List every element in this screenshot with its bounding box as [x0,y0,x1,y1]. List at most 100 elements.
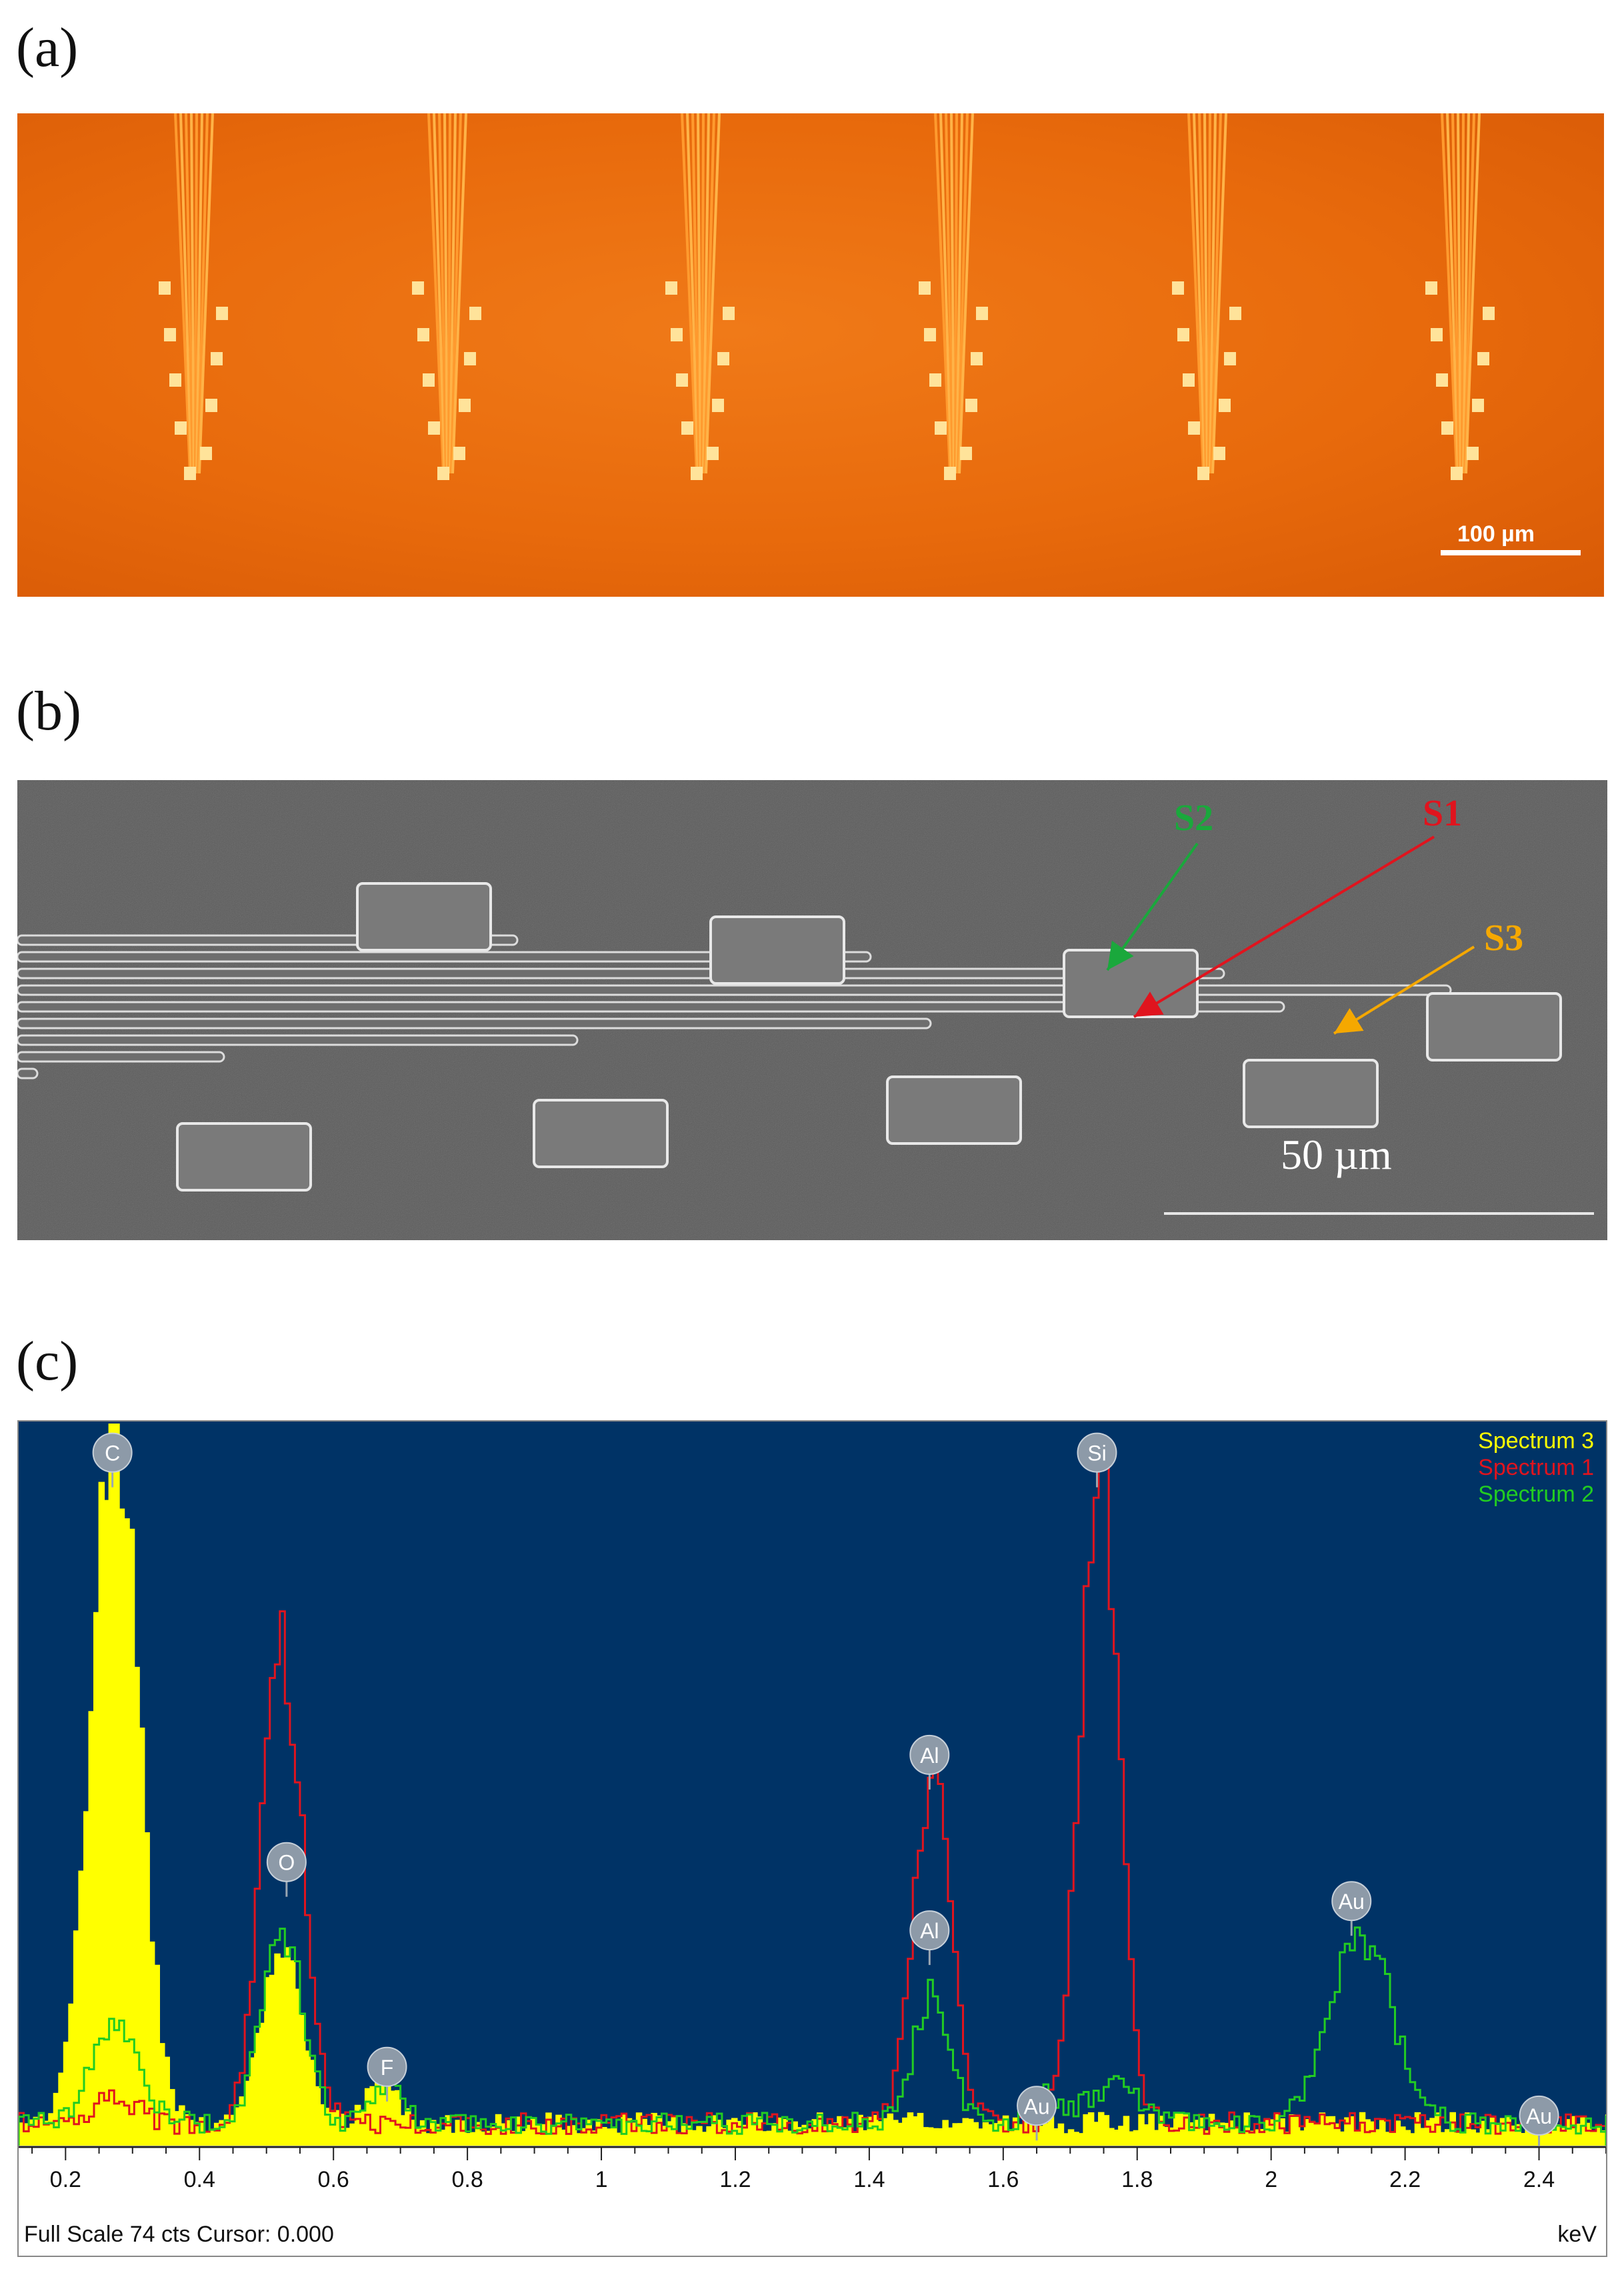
electrode-pad [929,373,941,387]
electrode-pad [676,373,688,387]
electrode-pad [1197,467,1209,480]
x-tick-label: 0.8 [451,2167,483,2192]
element-label-au: Au [1017,2086,1057,2141]
electrode-pad [1467,447,1479,460]
metal-trace [17,1034,579,1046]
electrode-pad [919,281,931,295]
electrode-pad [184,467,196,480]
arrow-s2 [1106,842,1199,971]
sem-micrograph: S2 S1 S3 50 µm [17,780,1607,1240]
electrode-pad [200,447,212,460]
electrode-pad [1177,328,1189,341]
svg-text:Al: Al [920,1919,939,1943]
element-label-o: O [266,1842,307,1897]
electrode-pad [691,467,703,480]
metal-trace [17,1017,932,1029]
status-full-scale: Full Scale 74 cts Cursor: 0.000 [24,2222,334,2247]
x-tick-label: 0.4 [183,2167,215,2192]
metal-trace [17,984,1452,996]
electrode-pad [1436,373,1448,387]
svg-text:Au: Au [1526,2104,1552,2128]
svg-text:O: O [278,1851,295,1875]
panel-c-label: (c) [16,1330,79,1392]
svg-text:F: F [381,2056,394,2080]
electrode-pad [164,328,176,341]
arrow-s1 [1133,835,1435,1018]
element-label-al: Al [909,1910,950,1966]
scale-bar-a [1441,550,1581,555]
electrode-pad [681,421,693,435]
electrode-pad [459,399,471,412]
electrode-pad [665,281,677,295]
electrode-pad [1431,328,1443,341]
electrode-pad [169,373,181,387]
electrode-pad [1441,421,1453,435]
electrode-pad [1224,352,1236,365]
electrode-pad [159,281,171,295]
probe-shank [1172,113,1241,480]
electrode-pad [1483,307,1495,320]
metal-trace [17,1067,39,1079]
x-axis-unit: keV [1557,2222,1597,2247]
series-spectrum-3-fill [18,1424,1607,2146]
legend-spectrum-2: Spectrum 2 [1478,1482,1594,1507]
x-tick-label: 0.6 [317,2167,349,2192]
metal-trace [17,967,1225,979]
electrode-pad [176,1122,312,1192]
electrode-pad [533,1099,669,1168]
electrode-pad [944,467,956,480]
electrode-pad [960,447,972,460]
optical-micrograph: 100 µm [17,113,1604,597]
electrode-pad [709,915,845,985]
electrode-pad [935,421,947,435]
x-tick-label: 1 [595,2167,608,2192]
electrode-pad [469,307,481,320]
electrode-pad [205,399,217,412]
x-tick-label: 2.2 [1389,2167,1421,2192]
electrode-pad [886,1075,1022,1145]
electrode-pad [671,328,683,341]
probe-array-image [159,113,1495,480]
svg-text:C: C [105,1442,120,1466]
arrow-s3 [1333,945,1475,1035]
metal-trace [17,1001,1285,1013]
legend-spectrum-3: Spectrum 3 [1478,1428,1594,1454]
label-s1: S1 [1423,793,1463,834]
electrode-pad [175,421,187,435]
electrode-pad [1472,399,1484,412]
electrode-pad [1243,1059,1379,1128]
electrode-pad [417,328,429,341]
electrode-pad [717,352,729,365]
electrode-pad [412,281,424,295]
electrode-pad [707,447,719,460]
x-axis [19,2146,1606,2160]
electrode-pad [971,352,983,365]
metal-trace [17,1051,225,1063]
electrode-pad [1213,447,1225,460]
svg-text:Al: Al [920,1744,939,1768]
electrode-pad [211,352,223,365]
electrode-pad [1477,352,1489,365]
electrode-pad [437,467,449,480]
label-s3: S3 [1484,917,1524,959]
x-tick-label: 0.2 [49,2167,81,2192]
element-label-au: Au [1331,1881,1372,1936]
x-tick-label: 2 [1265,2167,1278,2192]
label-s2: S2 [1174,797,1214,839]
electrode-pad [216,307,228,320]
electrode-pad [428,421,440,435]
scale-bar-label-a: 100 µm [1457,521,1535,547]
series-spectrum-2-line [17,1926,1607,2146]
electrode-pad [1183,373,1195,387]
element-label-c: C [92,1432,133,1488]
element-label-al: Al [909,1734,950,1790]
x-tick-label: 2.4 [1523,2167,1555,2192]
panel-a-label: (a) [16,17,79,79]
probe-shank [412,113,481,480]
x-tick-label: 1.6 [987,2167,1019,2192]
svg-text:Au: Au [1023,2094,1049,2118]
element-label-f: F [367,2046,407,2102]
